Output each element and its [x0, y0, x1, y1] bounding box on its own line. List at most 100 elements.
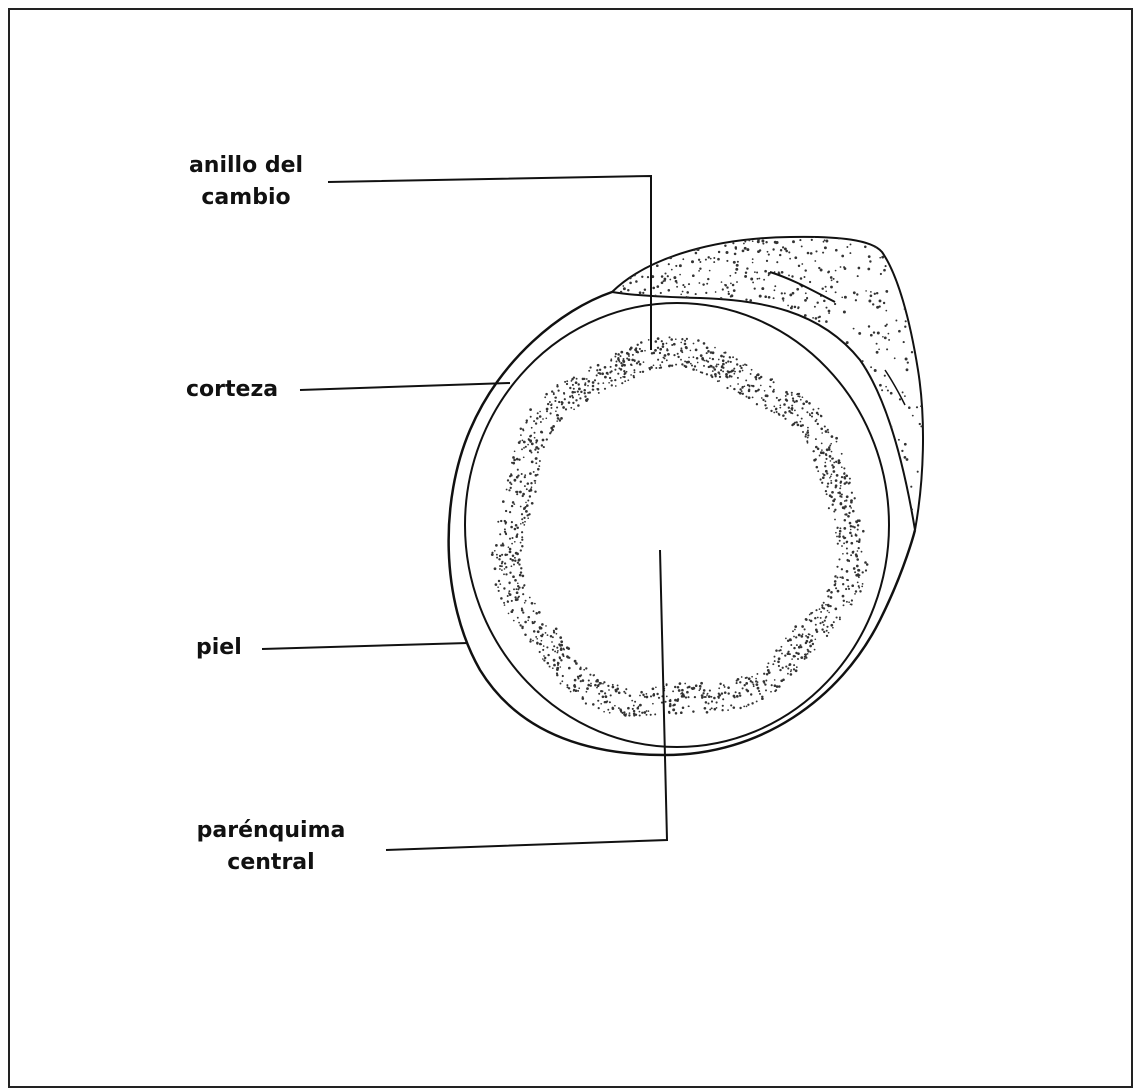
stipple-dot: [522, 522, 524, 524]
stipple-dot: [616, 449, 618, 451]
stipple-dot: [613, 237, 616, 240]
stipple-dot: [512, 575, 515, 578]
stipple-dot: [677, 530, 680, 533]
stipple-dot: [905, 320, 907, 322]
stipple-dot: [714, 347, 716, 349]
stipple-dot: [644, 490, 646, 492]
stipple-dot: [748, 497, 750, 499]
stipple-dot: [814, 260, 816, 262]
stipple-dot: [823, 408, 825, 410]
stipple-dot: [672, 513, 674, 515]
stipple-dot: [749, 299, 752, 302]
stipple-dot: [703, 457, 705, 459]
stipple-dot: [535, 446, 538, 449]
stipple-dot: [668, 289, 671, 292]
stipple-dot: [705, 393, 707, 395]
stipple-dot: [614, 264, 616, 266]
stipple-dot: [651, 379, 653, 381]
stipple-dot: [794, 256, 797, 259]
stipple-dot: [770, 386, 772, 388]
stipple-dot: [623, 511, 625, 513]
stipple-dot: [786, 393, 788, 395]
stipple-dot: [833, 462, 835, 464]
stipple-dot: [690, 371, 693, 374]
stipple-dot: [693, 356, 695, 358]
stipple-dot: [736, 358, 738, 360]
stipple-dot: [848, 601, 850, 603]
stipple-dot: [800, 277, 803, 280]
stipple-dot: [762, 507, 765, 510]
stipple-dot: [520, 434, 522, 436]
stipple-dot: [617, 358, 619, 360]
stipple-dot: [597, 382, 599, 384]
stipple-dot: [522, 575, 525, 578]
stipple-dot: [768, 427, 770, 429]
stipple-dot: [675, 265, 677, 267]
stipple-dot: [584, 395, 586, 397]
stipple-dot: [757, 278, 759, 280]
stipple-dot: [679, 274, 681, 276]
stipple-dot: [612, 265, 614, 267]
stipple-dot: [817, 617, 819, 619]
stipple-dot: [765, 689, 767, 691]
stipple-dot: [746, 267, 748, 269]
stipple-dot: [666, 298, 668, 300]
stipple-dot: [648, 367, 650, 369]
stipple-dot: [732, 468, 735, 471]
stipple-dot: [537, 451, 539, 453]
stipple-dot: [834, 608, 837, 611]
stipple-dot: [609, 377, 611, 379]
stipple-dot: [600, 690, 602, 692]
stipple-dot: [655, 340, 658, 343]
stipple-dot: [823, 624, 825, 626]
stipple-dot: [615, 385, 617, 387]
stipple-dot: [531, 502, 534, 505]
stipple-dot: [572, 384, 574, 386]
stipple-dot: [628, 311, 630, 313]
stipple-dot: [831, 342, 833, 344]
stipple-dot: [537, 468, 540, 471]
stipple-dot: [855, 363, 857, 365]
stipple-dot: [646, 494, 648, 496]
stipple-dot: [500, 520, 502, 522]
stipple-dot: [642, 371, 644, 373]
stipple-dot: [904, 249, 907, 252]
stipple-dot: [839, 616, 841, 618]
stipple-dot: [702, 692, 704, 694]
stipple-dot: [838, 558, 840, 560]
stipple-dot: [743, 243, 745, 245]
stipple-dot: [763, 279, 765, 281]
stipple-dot: [513, 588, 515, 590]
stipple-dot: [659, 364, 661, 366]
stipple-dot: [857, 582, 859, 584]
stipple-dot: [681, 689, 684, 692]
stipple-dot: [522, 428, 524, 430]
stipple-dot: [819, 455, 821, 457]
stipple-dot: [917, 304, 920, 307]
stipple-dot: [763, 378, 765, 380]
stipple-dot: [780, 249, 782, 251]
stipple-dot: [843, 311, 846, 314]
stipple-dot: [610, 483, 613, 486]
stipple-dot: [919, 423, 921, 425]
stipple-dot: [907, 361, 909, 363]
stipple-dot: [539, 651, 541, 653]
stipple-dot: [844, 500, 846, 502]
stipple-dot: [843, 604, 845, 606]
stipple-dot: [911, 278, 913, 280]
stipple-dot: [524, 521, 526, 523]
stipple-dot: [668, 712, 670, 714]
stipple-dot: [742, 393, 744, 395]
stipple-dot: [842, 583, 844, 585]
stipple-dot: [570, 691, 572, 693]
stipple-dot: [545, 393, 548, 396]
stipple-dot: [679, 682, 682, 685]
stipple-dot: [823, 602, 825, 604]
stipple-dot: [612, 518, 614, 520]
stipple-dot: [761, 397, 763, 399]
stipple-dot: [618, 255, 620, 257]
stipple-dot: [733, 696, 735, 698]
stipple-dot: [831, 435, 833, 437]
stipple-dot: [841, 545, 843, 547]
stipple-dot: [895, 320, 897, 322]
